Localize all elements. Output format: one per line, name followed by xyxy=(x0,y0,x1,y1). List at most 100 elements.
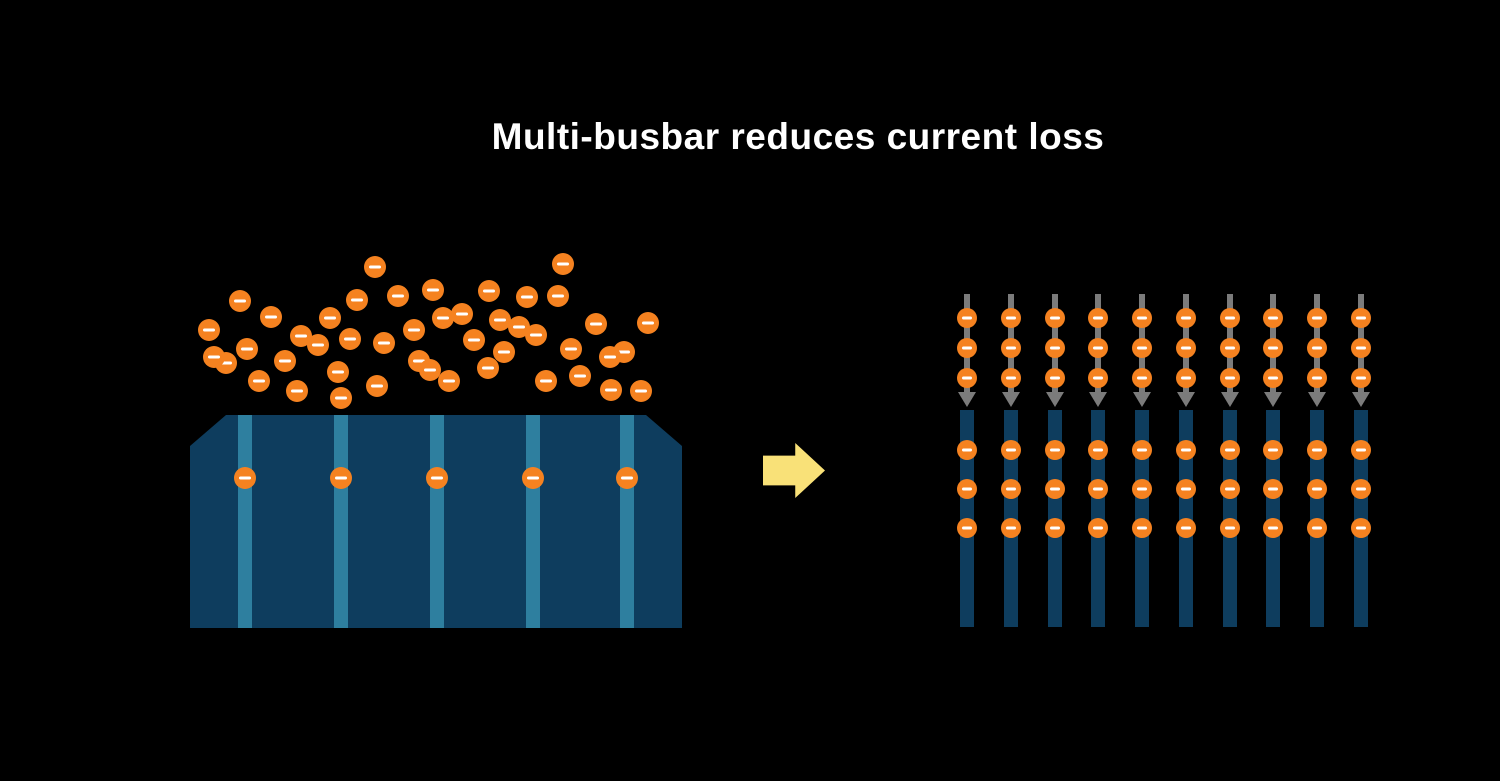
electron xyxy=(1088,368,1108,388)
electron xyxy=(1088,518,1108,538)
electron xyxy=(1045,368,1065,388)
electron xyxy=(957,368,977,388)
flow-arrow-head-icon xyxy=(1177,392,1195,407)
electron xyxy=(1132,308,1152,328)
electron xyxy=(1351,440,1371,460)
electron xyxy=(1001,440,1021,460)
flow-arrow-head-icon xyxy=(1046,392,1064,407)
electron xyxy=(1263,440,1283,460)
electron xyxy=(373,332,395,354)
electron xyxy=(508,316,530,338)
standard-cell-body xyxy=(190,415,682,628)
electron xyxy=(569,365,591,387)
electron xyxy=(516,286,538,308)
electron xyxy=(438,370,460,392)
electron xyxy=(330,387,352,409)
electron xyxy=(585,313,607,335)
electron xyxy=(1307,518,1327,538)
electron xyxy=(1307,479,1327,499)
electron xyxy=(1263,368,1283,388)
flow-arrow-head-icon xyxy=(1221,392,1239,407)
electron xyxy=(1088,338,1108,358)
electron xyxy=(403,319,425,341)
electron xyxy=(229,290,251,312)
electron xyxy=(286,380,308,402)
flow-arrow-head-icon xyxy=(1308,392,1326,407)
electron xyxy=(525,324,547,346)
electron xyxy=(1001,368,1021,388)
electron xyxy=(1220,518,1240,538)
electron xyxy=(1045,308,1065,328)
electron xyxy=(957,479,977,499)
electron xyxy=(260,306,282,328)
electron xyxy=(1263,479,1283,499)
electron xyxy=(1351,338,1371,358)
electron xyxy=(432,307,454,329)
electron xyxy=(319,307,341,329)
electron xyxy=(1045,440,1065,460)
electron xyxy=(1307,308,1327,328)
flow-arrow-head-icon xyxy=(1002,392,1020,407)
electron xyxy=(957,518,977,538)
electron xyxy=(1132,368,1152,388)
electron xyxy=(957,440,977,460)
electron xyxy=(364,256,386,278)
electron xyxy=(1351,518,1371,538)
electron xyxy=(599,346,621,368)
electron xyxy=(1001,338,1021,358)
electron xyxy=(366,375,388,397)
electron xyxy=(203,346,225,368)
busbar-stripe xyxy=(620,415,634,628)
electron xyxy=(330,467,352,489)
electron xyxy=(327,361,349,383)
electron xyxy=(234,467,256,489)
electron xyxy=(478,280,500,302)
busbar-stripe xyxy=(430,415,444,628)
electron xyxy=(535,370,557,392)
flow-arrow-head-icon xyxy=(1133,392,1151,407)
electron xyxy=(1001,308,1021,328)
electron xyxy=(957,308,977,328)
flow-arrow-head-icon xyxy=(958,392,976,407)
flow-arrow-head-icon xyxy=(1264,392,1282,407)
electron xyxy=(274,350,296,372)
electron xyxy=(387,285,409,307)
electron xyxy=(1088,440,1108,460)
electron xyxy=(560,338,582,360)
electron xyxy=(1263,308,1283,328)
electron xyxy=(1132,338,1152,358)
flow-arrow-head-icon xyxy=(1352,392,1370,407)
electron xyxy=(422,279,444,301)
diagram-title: Multi-busbar reduces current loss xyxy=(491,116,1105,157)
electron xyxy=(1001,479,1021,499)
electron xyxy=(1263,338,1283,358)
electron xyxy=(1176,308,1196,328)
busbar-stripe xyxy=(334,415,348,628)
electron xyxy=(1351,308,1371,328)
electron xyxy=(339,328,361,350)
electron xyxy=(463,329,485,351)
electron xyxy=(1001,518,1021,538)
electron xyxy=(1045,338,1065,358)
electron xyxy=(600,379,622,401)
electron xyxy=(1351,368,1371,388)
electron xyxy=(248,370,270,392)
electron xyxy=(522,467,544,489)
electron xyxy=(1307,338,1327,358)
electron xyxy=(1176,440,1196,460)
electron xyxy=(493,341,515,363)
electron xyxy=(1351,479,1371,499)
busbar-stripe xyxy=(238,415,252,628)
electron xyxy=(1132,440,1152,460)
electron xyxy=(1132,518,1152,538)
electron xyxy=(477,357,499,379)
electron xyxy=(1220,308,1240,328)
electron xyxy=(1263,518,1283,538)
electron xyxy=(552,253,574,275)
electron xyxy=(1045,479,1065,499)
electron xyxy=(1176,338,1196,358)
electron xyxy=(489,309,511,331)
electron xyxy=(1132,479,1152,499)
electron xyxy=(1045,518,1065,538)
